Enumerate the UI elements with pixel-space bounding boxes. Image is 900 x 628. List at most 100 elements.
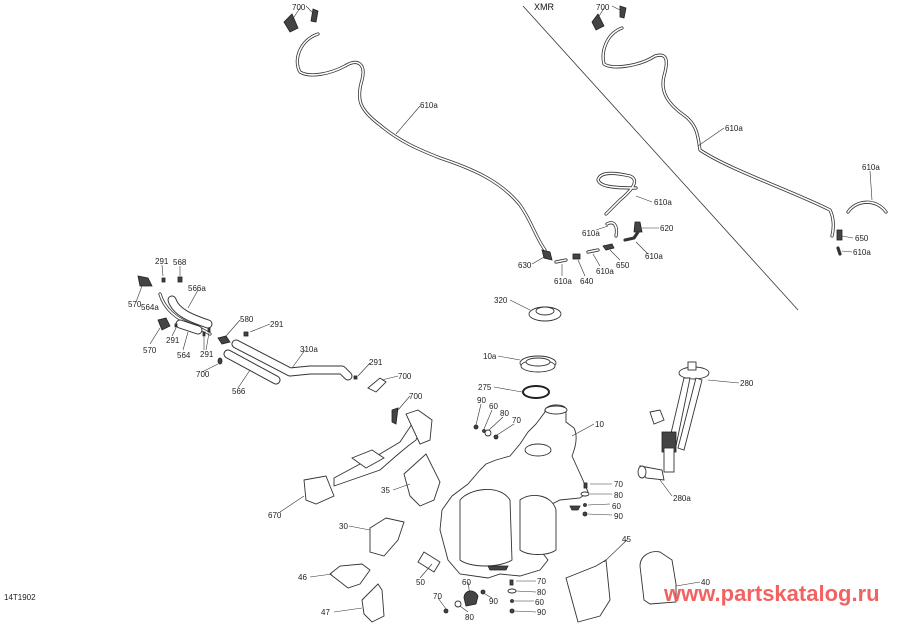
vent-hose-610a-elbow[interactable] bbox=[605, 221, 619, 238]
filler-tube-310a[interactable] bbox=[231, 339, 353, 381]
fuel-pickup-280a[interactable] bbox=[637, 465, 665, 481]
callout-70[interactable]: 70 bbox=[433, 592, 442, 601]
callout-570[interactable]: 570 bbox=[143, 346, 157, 355]
hardware-right-of-tank[interactable] bbox=[580, 482, 590, 517]
fuel-pump-280[interactable] bbox=[649, 361, 710, 473]
clip-700-bracket[interactable] bbox=[391, 407, 399, 425]
callout-610a[interactable]: 610a bbox=[862, 163, 880, 172]
callout-90[interactable]: 90 bbox=[537, 608, 546, 617]
callout-45[interactable]: 45 bbox=[622, 535, 631, 544]
callout-70[interactable]: 70 bbox=[537, 577, 546, 586]
callout-580[interactable]: 580 bbox=[240, 315, 254, 324]
clamp-291-right[interactable] bbox=[243, 331, 249, 337]
callout-280[interactable]: 280 bbox=[740, 379, 754, 388]
fitting-580[interactable] bbox=[217, 335, 231, 345]
callout-700[interactable]: 700 bbox=[196, 370, 210, 379]
hardware-bottom-of-tank[interactable] bbox=[443, 579, 517, 614]
callout-566a[interactable]: 566a bbox=[188, 284, 206, 293]
vent-hose-610a-left[interactable] bbox=[295, 32, 547, 252]
cover-40[interactable] bbox=[639, 551, 677, 605]
hose-610a-short-a[interactable] bbox=[554, 258, 568, 264]
protector-45[interactable] bbox=[565, 559, 611, 623]
callout-291[interactable]: 291 bbox=[166, 336, 180, 345]
hardware-top-of-tank[interactable] bbox=[473, 424, 499, 440]
elbow-570-upper[interactable] bbox=[137, 275, 153, 287]
callout-570[interactable]: 570 bbox=[128, 300, 142, 309]
vent-hose-610a-xmr[interactable] bbox=[601, 26, 835, 238]
callout-40[interactable]: 40 bbox=[701, 578, 710, 587]
clamp-291-pair[interactable] bbox=[202, 327, 211, 337]
callout-291[interactable]: 291 bbox=[270, 320, 284, 329]
deflector-30[interactable] bbox=[369, 517, 405, 557]
callout-630[interactable]: 630 bbox=[518, 261, 532, 270]
callout-610a[interactable]: 610a bbox=[645, 252, 663, 261]
callout-280a[interactable]: 280a bbox=[673, 494, 691, 503]
callout-320[interactable]: 320 bbox=[494, 296, 508, 305]
clamp-291-tube-end[interactable] bbox=[353, 375, 358, 380]
pad-50[interactable] bbox=[417, 551, 441, 573]
callout-90[interactable]: 90 bbox=[489, 597, 498, 606]
callout-700[interactable]: 700 bbox=[409, 392, 423, 401]
callout-310a[interactable]: 310a bbox=[300, 345, 318, 354]
callout-90[interactable]: 90 bbox=[614, 512, 623, 521]
callout-610a[interactable]: 610a bbox=[596, 267, 614, 276]
deflector-35[interactable] bbox=[403, 453, 441, 507]
callout-80[interactable]: 80 bbox=[500, 409, 509, 418]
callout-70[interactable]: 70 bbox=[512, 416, 521, 425]
connector-630[interactable] bbox=[541, 249, 553, 261]
hose-610a-short-b[interactable] bbox=[586, 248, 600, 254]
callout-80[interactable]: 80 bbox=[465, 613, 474, 622]
deflector-47[interactable] bbox=[361, 583, 385, 623]
callout-610a[interactable]: 610a bbox=[725, 124, 743, 133]
callout-60[interactable]: 60 bbox=[612, 502, 621, 511]
strap-60[interactable] bbox=[463, 590, 479, 607]
callout-650[interactable]: 650 bbox=[855, 234, 869, 243]
callout-10a[interactable]: 10a bbox=[483, 352, 497, 361]
callout-610a[interactable]: 610a bbox=[554, 277, 572, 286]
callout-291[interactable]: 291 bbox=[155, 257, 169, 266]
callout-650[interactable]: 650 bbox=[616, 261, 630, 270]
callout-50[interactable]: 50 bbox=[416, 578, 425, 587]
callout-610a[interactable]: 610a bbox=[853, 248, 871, 257]
callout-620[interactable]: 620 bbox=[660, 224, 674, 233]
callout-564a[interactable]: 564a bbox=[141, 303, 159, 312]
rollover-valve-620[interactable] bbox=[633, 221, 643, 233]
callout-610a[interactable]: 610a bbox=[582, 229, 600, 238]
vent-hose-610a-bend[interactable] bbox=[623, 230, 640, 242]
callout-46[interactable]: 46 bbox=[298, 573, 307, 582]
clamp-291-upper[interactable] bbox=[161, 277, 166, 283]
callout-35[interactable]: 35 bbox=[381, 486, 390, 495]
fuel-tank-10[interactable] bbox=[439, 404, 589, 579]
callout-700[interactable]: 700 bbox=[292, 3, 306, 12]
clip-700-top-right[interactable] bbox=[591, 5, 627, 31]
fuel-cap-320[interactable] bbox=[528, 306, 562, 322]
callout-60[interactable]: 60 bbox=[489, 402, 498, 411]
callout-700[interactable]: 700 bbox=[398, 372, 412, 381]
callout-291[interactable]: 291 bbox=[200, 350, 214, 359]
callout-670[interactable]: 670 bbox=[268, 511, 282, 520]
deflector-46[interactable] bbox=[329, 563, 371, 589]
bracket-670[interactable] bbox=[303, 409, 433, 505]
clip-700-top-left[interactable] bbox=[283, 8, 319, 33]
callout-700[interactable]: 700 bbox=[596, 3, 610, 12]
callout-60[interactable]: 60 bbox=[462, 578, 471, 587]
callout-291[interactable]: 291 bbox=[369, 358, 383, 367]
gasket-275[interactable] bbox=[522, 385, 550, 399]
callout-564[interactable]: 564 bbox=[177, 351, 191, 360]
tee-fitting-650[interactable] bbox=[602, 243, 615, 251]
hose-566[interactable] bbox=[223, 349, 281, 385]
callout-80[interactable]: 80 bbox=[537, 588, 546, 597]
callout-640[interactable]: 640 bbox=[580, 277, 594, 286]
clamp-568[interactable] bbox=[177, 276, 183, 283]
hose-fitting-610a-xmr[interactable] bbox=[836, 246, 842, 256]
callout-80[interactable]: 80 bbox=[614, 491, 623, 500]
elbow-570-lower[interactable] bbox=[157, 317, 171, 331]
vent-hose-610a-loop[interactable] bbox=[596, 171, 638, 216]
callout-47[interactable]: 47 bbox=[321, 608, 330, 617]
clip-700-left[interactable] bbox=[217, 357, 223, 365]
callout-566[interactable]: 566 bbox=[232, 387, 246, 396]
callout-60[interactable]: 60 bbox=[535, 598, 544, 607]
hose-564[interactable] bbox=[175, 319, 203, 335]
callout-568[interactable]: 568 bbox=[173, 258, 187, 267]
callout-275[interactable]: 275 bbox=[478, 383, 492, 392]
